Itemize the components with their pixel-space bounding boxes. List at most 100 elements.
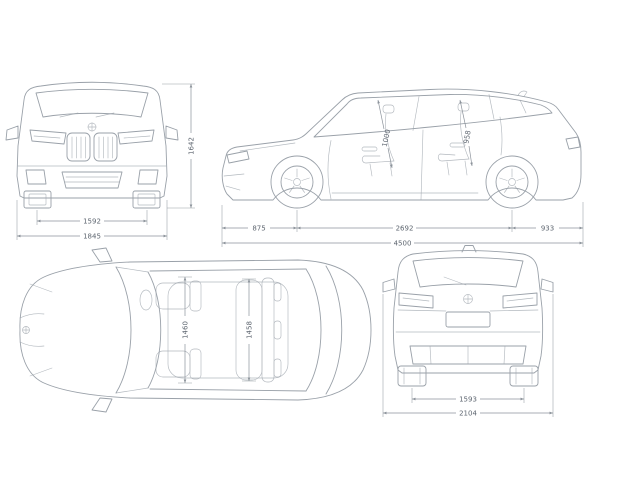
top-steering-wheel — [139, 289, 153, 311]
dim-front-height: 1642 — [188, 137, 196, 155]
dim-side-length: 4500 — [394, 240, 412, 248]
side-dimensions: 1000 958 875 2692 933 4500 — [221, 99, 584, 248]
rear-diffuser-bars — [429, 345, 506, 365]
front-left-mirror — [5, 125, 19, 141]
top-windshield-top-arc — [147, 271, 162, 389]
side-taillight — [565, 136, 581, 150]
rear-brand-roundel-icon — [463, 294, 473, 304]
top-body-outline — [19, 259, 372, 401]
rear-view: 1593 2104 — [382, 245, 554, 418]
top-brand-roundel-icon — [22, 326, 30, 334]
rear-right-taillight — [502, 292, 538, 309]
front-left-corner-intake — [25, 169, 47, 185]
top-hatch-arc — [325, 265, 343, 395]
side-car-drawing — [221, 88, 582, 209]
front-brand-roundel-icon — [87, 122, 97, 132]
rear-wiper — [443, 276, 467, 286]
front-right-mirror — [165, 125, 179, 141]
side-rear-wheel — [485, 155, 539, 209]
dim-side-headroom-front: 1000 — [381, 129, 393, 148]
side-view: 1000 958 875 2692 933 4500 — [221, 88, 584, 248]
rear-track-ext-lines — [411, 388, 525, 403]
top-rear-window-arc — [305, 268, 322, 392]
front-left-headlight-detail — [33, 135, 61, 139]
rear-right-mirror — [540, 278, 554, 293]
front-right-rim — [137, 193, 156, 206]
front-right-tire — [132, 190, 161, 209]
dim-side-wheelbase: 2692 — [396, 225, 414, 233]
rear-tailgate-crease — [397, 309, 539, 312]
front-grille-bars — [71, 136, 113, 159]
rear-dimensions: 1593 2104 — [382, 294, 554, 418]
front-wipers — [59, 112, 115, 118]
side-body-outline — [221, 88, 582, 201]
top-upper-mirror — [91, 247, 113, 263]
front-car-drawing — [5, 81, 179, 209]
side-front-seat — [361, 104, 395, 177]
rear-right-tire — [509, 365, 539, 387]
front-grille-right-kidney — [93, 132, 118, 162]
top-a-pillars — [115, 266, 149, 394]
dim-rear-width: 2104 — [459, 410, 477, 418]
front-body-outline — [16, 81, 168, 199]
dim-front-track: 1592 — [83, 218, 101, 226]
top-dimensions: 1460 1458 — [178, 276, 256, 384]
side-hood-crease — [239, 142, 296, 152]
front-right-corner-intake — [137, 169, 159, 185]
rear-body-outline — [392, 250, 544, 374]
side-ext-lines — [221, 202, 584, 247]
rear-car-drawing — [382, 245, 554, 387]
dim-rear-track: 1593 — [459, 396, 477, 404]
front-left-tire — [23, 190, 52, 209]
side-rear-door-handle — [449, 142, 466, 148]
front-left-rim — [28, 193, 47, 206]
rear-right-taillight-detail — [506, 297, 534, 302]
side-front-wheel — [270, 155, 324, 209]
side-rear-door-seam — [499, 116, 503, 156]
top-front-seats — [155, 280, 202, 380]
front-right-headlight-detail — [123, 135, 151, 139]
top-panorama-roof — [167, 281, 289, 379]
front-height-ext-lines — [162, 83, 195, 209]
front-grille-left-kidney — [66, 132, 91, 162]
front-windshield — [35, 88, 149, 118]
front-width-ext-lines — [16, 200, 168, 240]
side-window-band — [313, 94, 553, 138]
rear-left-taillight — [398, 292, 434, 309]
top-cowl-arc — [115, 266, 132, 394]
side-quarter-window-divider — [519, 99, 527, 114]
top-nose-detail — [19, 283, 53, 377]
dim-side-rear-overhang: 933 — [541, 225, 554, 233]
rear-left-taillight-detail — [402, 297, 430, 302]
side-headlight — [226, 150, 250, 164]
side-front-door-seam — [327, 140, 332, 200]
rear-left-tire — [397, 365, 427, 387]
side-c-pillar — [488, 94, 495, 120]
side-rear-seat — [437, 102, 470, 176]
front-right-headlight — [117, 129, 155, 145]
rear-window — [412, 257, 524, 288]
rear-left-tire-detail — [403, 367, 421, 385]
dim-side-headroom-rear: 958 — [462, 130, 472, 145]
dim-side-front-overhang: 875 — [252, 225, 265, 233]
rear-license-plate — [445, 311, 491, 328]
rear-width-ext-lines — [382, 294, 554, 417]
rear-diffuser — [409, 345, 527, 365]
top-lower-mirror — [91, 397, 113, 413]
top-car-drawing — [19, 247, 372, 413]
front-track-ext-lines — [36, 210, 148, 225]
side-front-door-handle — [361, 146, 378, 152]
top-view: 1460 1458 — [19, 247, 372, 413]
side-b-pillar — [412, 96, 420, 131]
front-dimensions: 1592 1845 1642 — [16, 83, 196, 241]
side-antenna-fin — [517, 90, 528, 97]
front-lower-intake-bars — [64, 176, 120, 183]
side-door-seam — [420, 129, 424, 200]
dim-top-front-interior-width: 1460 — [182, 321, 190, 339]
top-rear-bench — [235, 277, 282, 383]
side-front-wheel-spokes — [284, 168, 310, 193]
side-rear-wheel-spokes — [499, 168, 525, 193]
top-roof-rails — [149, 268, 307, 392]
